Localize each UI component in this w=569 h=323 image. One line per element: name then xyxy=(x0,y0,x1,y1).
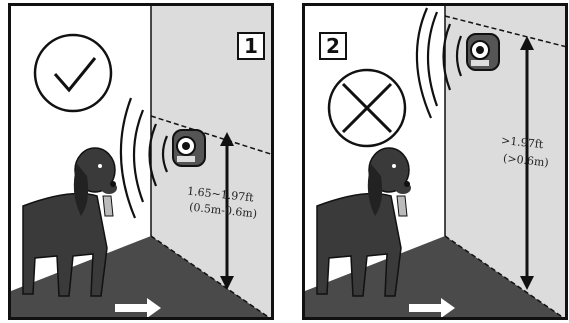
panel-1: 1 1.65~1.97ft (0.5m-0.6m) xyxy=(8,3,274,320)
panel-2: 2 >1.97ft (>0.6m) xyxy=(302,3,568,320)
step-number: 1 xyxy=(237,32,265,60)
dog-illustration xyxy=(23,148,117,296)
dog-illustration xyxy=(317,148,411,296)
step-number: 2 xyxy=(319,32,347,60)
bark-control-device xyxy=(173,130,205,166)
bark-control-device xyxy=(467,34,499,70)
panel-1-illustration xyxy=(11,6,274,320)
checkmark-icon xyxy=(35,35,111,111)
x-mark-icon xyxy=(329,70,405,146)
